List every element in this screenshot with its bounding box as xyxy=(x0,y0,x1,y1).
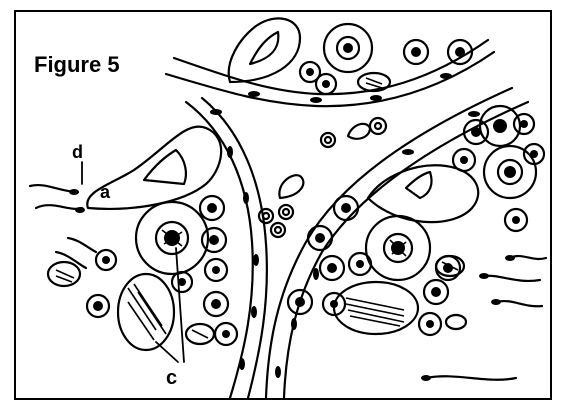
pointer-c-2 xyxy=(156,342,178,362)
figure-title: Figure 5 xyxy=(34,54,120,76)
leydig-cell xyxy=(279,175,303,198)
tubule-boundary-top xyxy=(166,52,494,106)
pointer-c-1 xyxy=(176,248,184,362)
leydig-cell-2 xyxy=(348,124,370,139)
tubule-boundary-left-inner xyxy=(202,98,267,398)
label-c: c xyxy=(166,368,177,388)
lumen-a-inner xyxy=(144,150,186,184)
label-d: d xyxy=(72,143,83,161)
label-a: a xyxy=(100,183,110,201)
lumen-top-inner xyxy=(250,32,278,64)
lumen-top xyxy=(229,18,300,82)
lumen-right-inner xyxy=(406,172,432,198)
tubule-boundary-top-inner xyxy=(174,40,488,94)
figure-frame: Figure 5 d a c xyxy=(14,10,552,400)
